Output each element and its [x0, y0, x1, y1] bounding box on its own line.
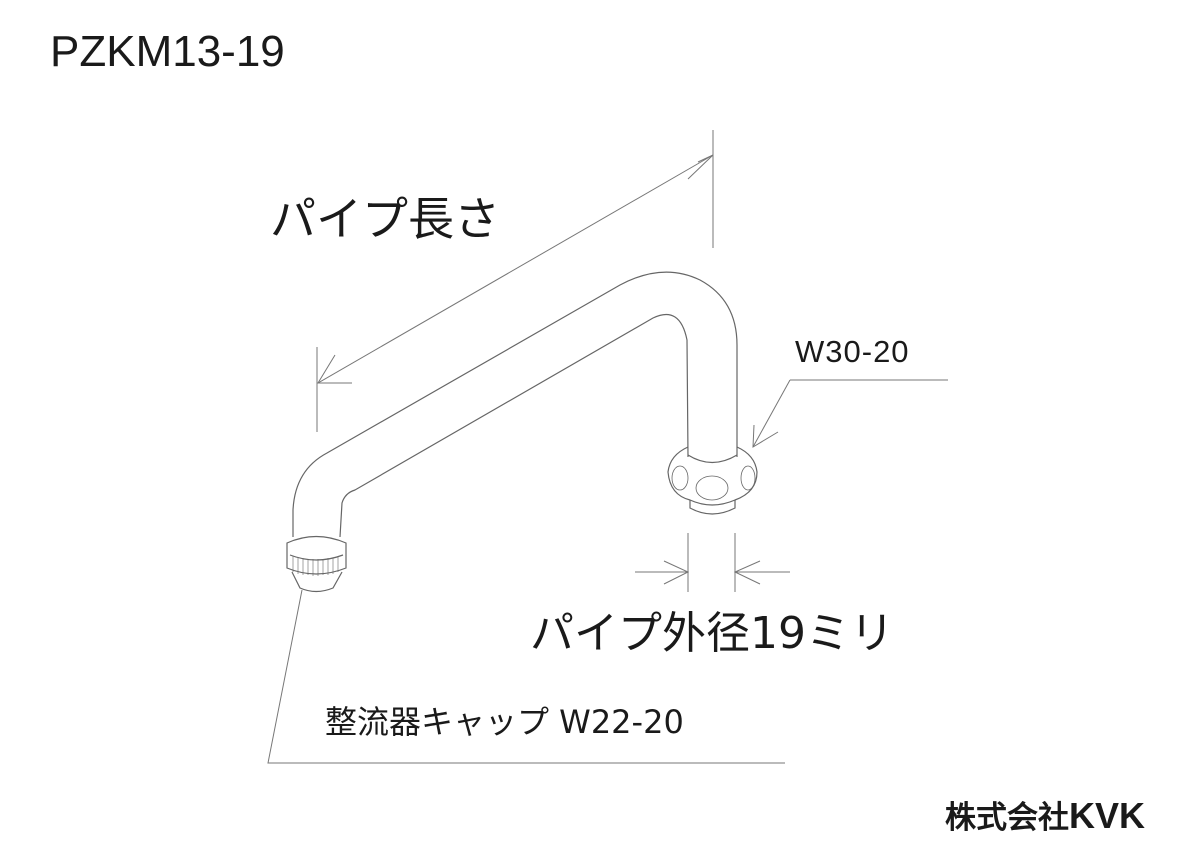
- length-dimension: [316, 130, 714, 432]
- model-number: PZKM13-19: [50, 27, 285, 76]
- brand-logo: 株式会社KVK: [945, 798, 1145, 834]
- aerator-cap: [286, 535, 347, 593]
- diameter-dimension: [635, 533, 790, 592]
- aerator-cap-label: 整流器キャップ W22-20: [325, 703, 684, 741]
- spout-nut: [667, 446, 758, 515]
- pipe-diameter-label: パイプ外径19ミリ: [530, 608, 894, 659]
- brand-prefix: 株式会社: [945, 800, 1069, 836]
- pipe-length-label: パイプ長さ: [270, 192, 500, 246]
- brand-name: KVK: [1069, 795, 1146, 836]
- cap-leader: [267, 589, 785, 764]
- w30-leader: [752, 379, 948, 448]
- pipe: [292, 271, 738, 538]
- spout-part-label: W30-20: [795, 334, 910, 369]
